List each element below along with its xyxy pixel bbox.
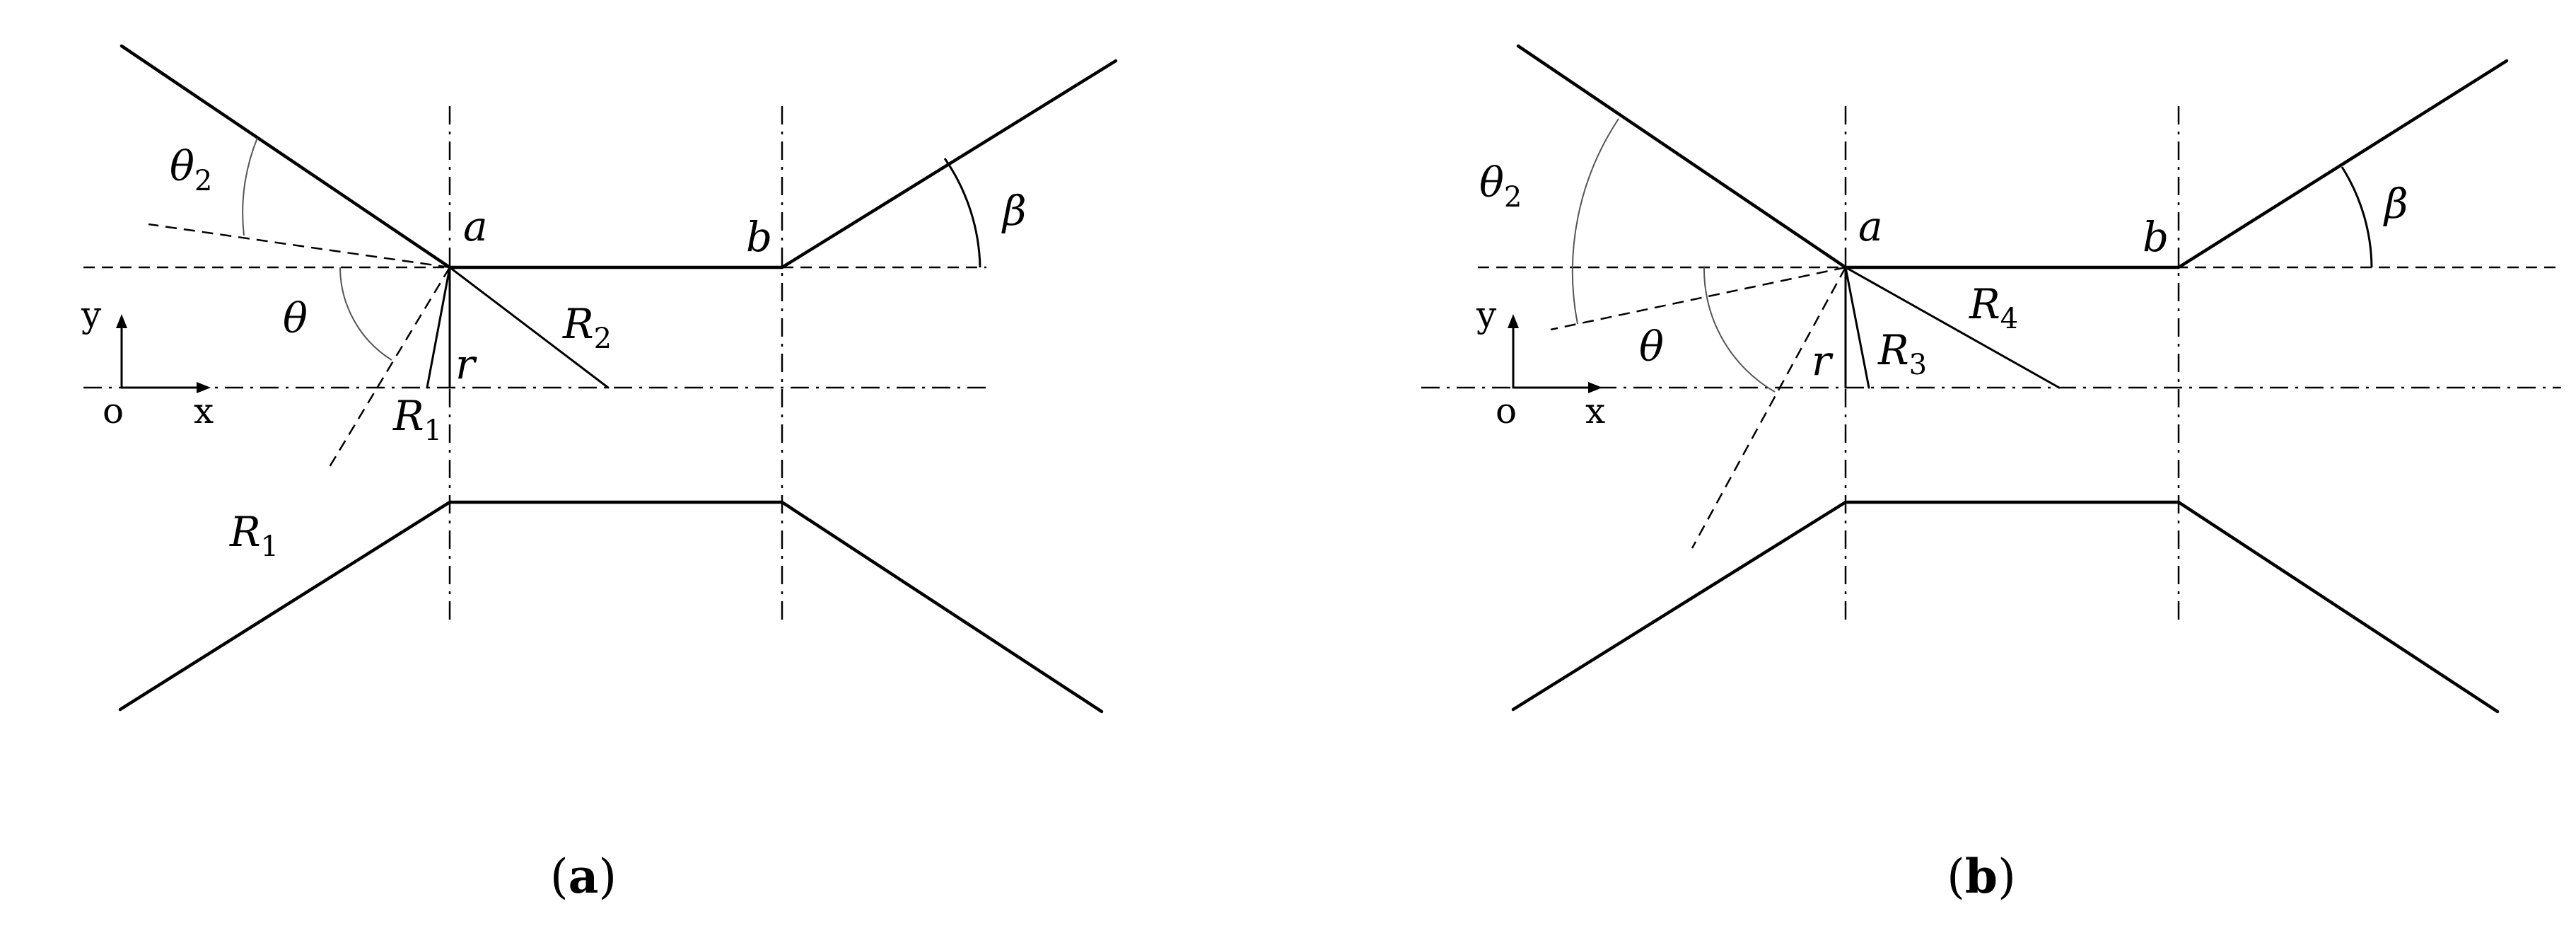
label-R2: R2 bbox=[562, 300, 612, 355]
label-a: a bbox=[1858, 202, 1883, 250]
label-x-axis: x bbox=[1585, 390, 1605, 431]
label-R3: R3 bbox=[1877, 326, 1927, 381]
upper-wall bbox=[120, 44, 1118, 269]
label-R1-lower: R1 bbox=[229, 508, 279, 563]
label-r: r bbox=[1812, 337, 1834, 385]
radius-R2-line bbox=[448, 266, 610, 389]
theta2-arc bbox=[242, 137, 258, 236]
label-x-axis: x bbox=[194, 390, 214, 431]
caption-b: (b) bbox=[1947, 849, 2016, 904]
label-b: b bbox=[2143, 213, 2169, 261]
label-y-axis: y bbox=[81, 294, 102, 335]
radius-R1-line bbox=[426, 266, 451, 389]
y-axis-arrow-icon bbox=[116, 314, 127, 328]
theta-arc bbox=[339, 267, 392, 361]
label-theta2: θ2 bbox=[170, 142, 212, 197]
label-origin: o bbox=[103, 390, 124, 431]
lower-wall bbox=[118, 500, 1104, 714]
beta-arc bbox=[943, 158, 981, 268]
x-axis-arrow-icon bbox=[1588, 382, 1602, 393]
radius-R3-line bbox=[1844, 266, 1870, 389]
label-R4: R4 bbox=[1969, 280, 2018, 335]
label-beta: β bbox=[2383, 180, 2408, 228]
lower-wall bbox=[1511, 500, 2500, 714]
theta2-reference-line bbox=[148, 223, 450, 269]
label-theta: θ bbox=[1639, 323, 1664, 371]
y-axis-arrow-icon bbox=[1508, 314, 1519, 328]
theta2-arc bbox=[1571, 118, 1619, 325]
label-theta2: θ2 bbox=[1479, 158, 1522, 214]
label-b: b bbox=[746, 213, 772, 261]
label-a: a bbox=[463, 202, 488, 250]
x-axis-arrow-icon bbox=[197, 382, 211, 393]
upper-wall bbox=[1516, 44, 2509, 269]
theta-reference-line bbox=[326, 267, 451, 471]
panel-b: θ2 θ a b β r R3 R4 y o x (b) bbox=[1421, 44, 2561, 904]
caption-a: (a) bbox=[550, 849, 617, 904]
label-y-axis: y bbox=[1476, 294, 1497, 335]
theta2-reference-line bbox=[1550, 266, 1846, 331]
label-r: r bbox=[455, 340, 477, 388]
label-beta: β bbox=[1001, 187, 1027, 235]
theta-arc bbox=[1703, 267, 1776, 393]
theta-reference-line bbox=[1691, 267, 1847, 549]
radius-R4-line bbox=[1844, 266, 2061, 389]
label-R1-near: R1 bbox=[392, 392, 442, 447]
panel-a: θ2 θ a b β r R1 R2 R1 y o x (a) bbox=[81, 44, 1118, 904]
label-origin: o bbox=[1496, 390, 1517, 431]
label-theta: θ bbox=[283, 294, 308, 342]
beta-arc bbox=[2341, 166, 2373, 268]
